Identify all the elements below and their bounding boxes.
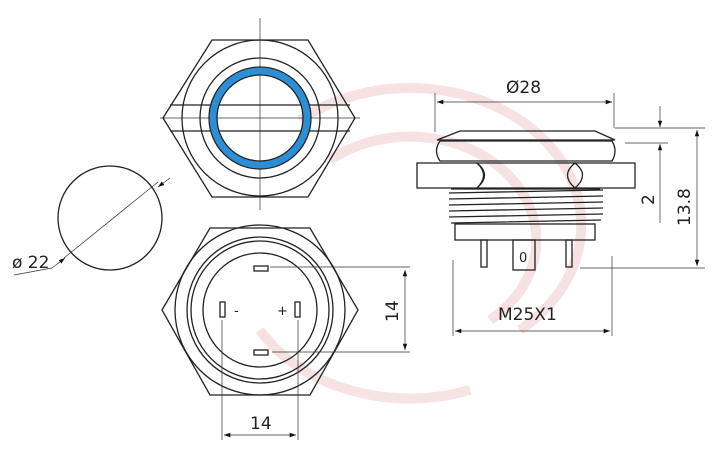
thread-spec-label: M25X1 [498, 305, 557, 325]
total-height-label: 13.8 [675, 188, 695, 226]
led-ring [209, 67, 311, 169]
watermark [255, 83, 587, 404]
side-view: 0 Ø28 2 13.8 M25X1 [416, 78, 705, 336]
minus-label: - [234, 304, 239, 319]
terminal-bottom [253, 349, 269, 356]
vertical-spacing-label: 14 [383, 300, 403, 322]
terminal-marking: 0 [519, 251, 527, 266]
panel-hole-view: ø 22 [12, 165, 171, 276]
plus-label: + [277, 304, 288, 319]
bottom-view: - + 14 14 [161, 224, 410, 440]
terminal-plus [294, 301, 301, 318]
top-view [160, 18, 360, 210]
terminal-minus [219, 301, 226, 318]
terminal-top [253, 265, 269, 272]
panel-hole-diameter-label: ø 22 [12, 253, 49, 273]
outer-diameter-label: Ø28 [506, 78, 541, 98]
head-height-label: 2 [639, 194, 659, 205]
horizontal-spacing-label: 14 [250, 414, 272, 434]
